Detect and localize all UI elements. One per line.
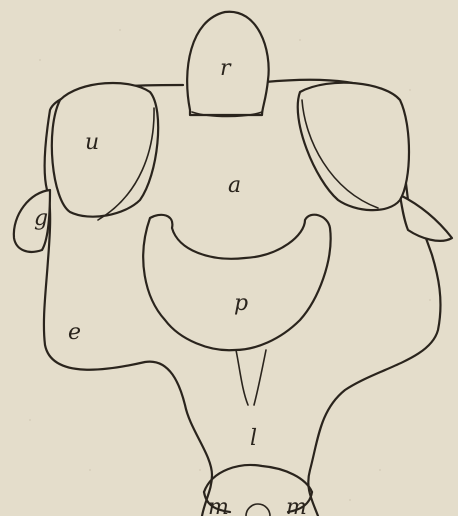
- shape-u: [52, 83, 158, 217]
- crescent: [143, 215, 330, 351]
- label-m-left: m: [208, 497, 229, 516]
- label-a: a: [228, 175, 241, 197]
- label-m-right: m: [286, 497, 307, 516]
- label-g: g: [34, 208, 48, 230]
- label-p: p: [234, 293, 248, 315]
- bottom-ring: [246, 504, 270, 516]
- neck-left: [236, 350, 248, 405]
- label-u: u: [85, 132, 99, 154]
- shape-l: [204, 465, 312, 492]
- label-l: l: [250, 428, 257, 450]
- label-r: r: [220, 58, 231, 80]
- right-projection: [400, 195, 452, 241]
- neck-right: [254, 350, 266, 405]
- label-e: e: [68, 322, 81, 344]
